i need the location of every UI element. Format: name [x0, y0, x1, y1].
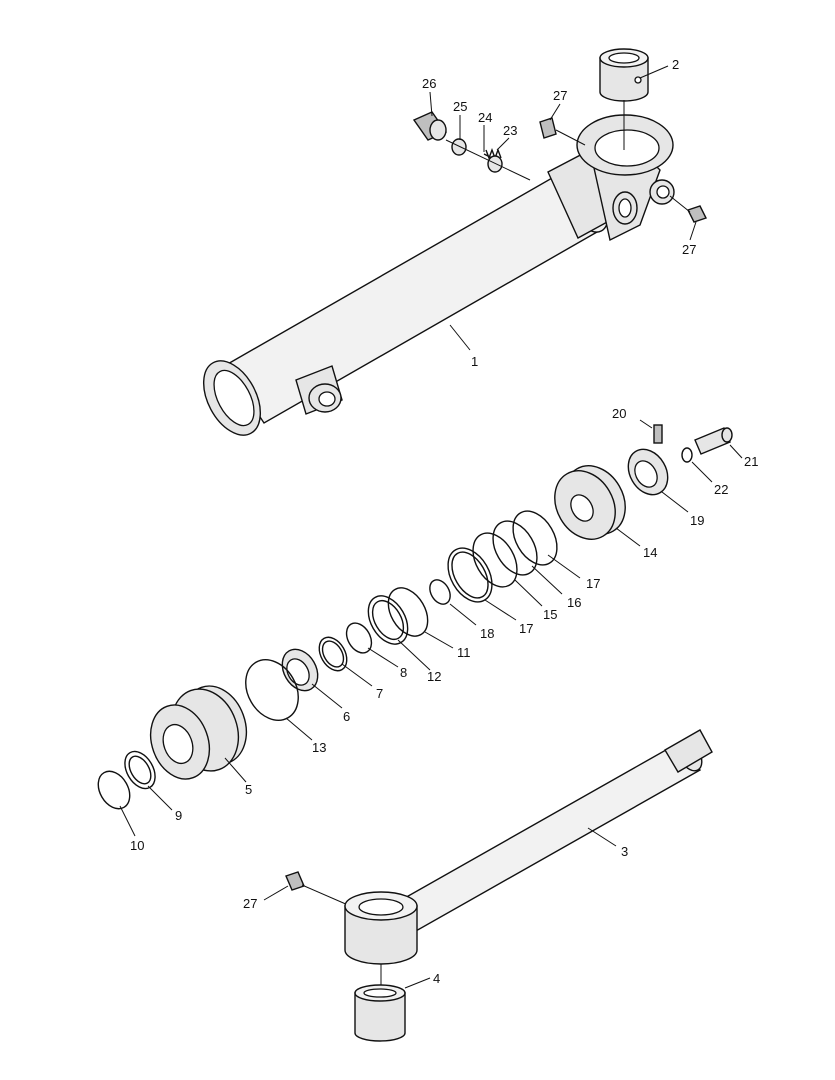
callout-27-bottom: 27: [243, 896, 257, 911]
seal-17b: [512, 510, 558, 566]
lock-nut: [627, 448, 669, 496]
valve-assembly: [412, 111, 531, 181]
callout-3: 3: [621, 844, 628, 859]
callout-21: 21: [744, 454, 758, 469]
callout-2: 2: [672, 57, 679, 72]
callout-6: 6: [343, 709, 350, 724]
callout-18: 18: [480, 626, 494, 641]
callout-11: 11: [457, 645, 471, 660]
seal-15: [472, 532, 518, 588]
callout-23: 23: [503, 123, 517, 138]
seal-8: [345, 622, 373, 654]
seal-12: [367, 595, 409, 645]
callout-5: 5: [245, 782, 252, 797]
callout-labels: 1 2 3 4 5 6 7 8 9 10 11 12 13 14 15 16 1…: [130, 57, 758, 986]
oring-22: [681, 447, 693, 463]
callout-10: 10: [130, 838, 144, 853]
callout-1: 1: [471, 354, 478, 369]
callout-27-top: 27: [553, 88, 567, 103]
lower-bushing: [354, 984, 406, 1042]
callout-15: 15: [543, 607, 557, 622]
leader-lines: [119, 65, 743, 989]
guide-bushing: [281, 648, 319, 692]
seal-16: [492, 520, 538, 576]
grease-fitting-top: [539, 117, 586, 146]
callout-9: 9: [175, 808, 182, 823]
callout-26: 26: [422, 76, 436, 91]
callout-19: 19: [690, 513, 704, 528]
callout-14: 14: [643, 545, 657, 560]
callout-4: 4: [433, 971, 440, 986]
piston-rod: [344, 729, 713, 990]
grease-fitting-side: [669, 195, 707, 223]
seal-13: [245, 659, 299, 721]
gland-head: [149, 685, 248, 780]
seal-7: [318, 636, 348, 672]
callout-8: 8: [400, 665, 407, 680]
pin: [694, 427, 733, 455]
seal-17a: [447, 547, 493, 603]
piston: [554, 465, 626, 540]
callout-12: 12: [427, 669, 441, 684]
callout-27-side: 27: [682, 242, 696, 257]
oring-18: [429, 579, 451, 605]
upper-bushing: [599, 48, 649, 150]
set-screw: [653, 424, 663, 444]
seal-11: [387, 587, 429, 637]
callout-22: 22: [714, 482, 728, 497]
callout-24: 24: [478, 110, 492, 125]
callout-25: 25: [453, 99, 467, 114]
callout-17-upper: 17: [586, 576, 600, 591]
callout-13: 13: [312, 740, 326, 755]
callout-16: 16: [567, 595, 581, 610]
callout-7: 7: [376, 686, 383, 701]
ring-10: [97, 770, 131, 810]
cylinder-barrel: [202, 114, 675, 436]
grease-fitting-bottom: [285, 871, 349, 906]
callout-17-lower: 17: [519, 621, 533, 636]
callout-20: 20: [612, 406, 626, 421]
